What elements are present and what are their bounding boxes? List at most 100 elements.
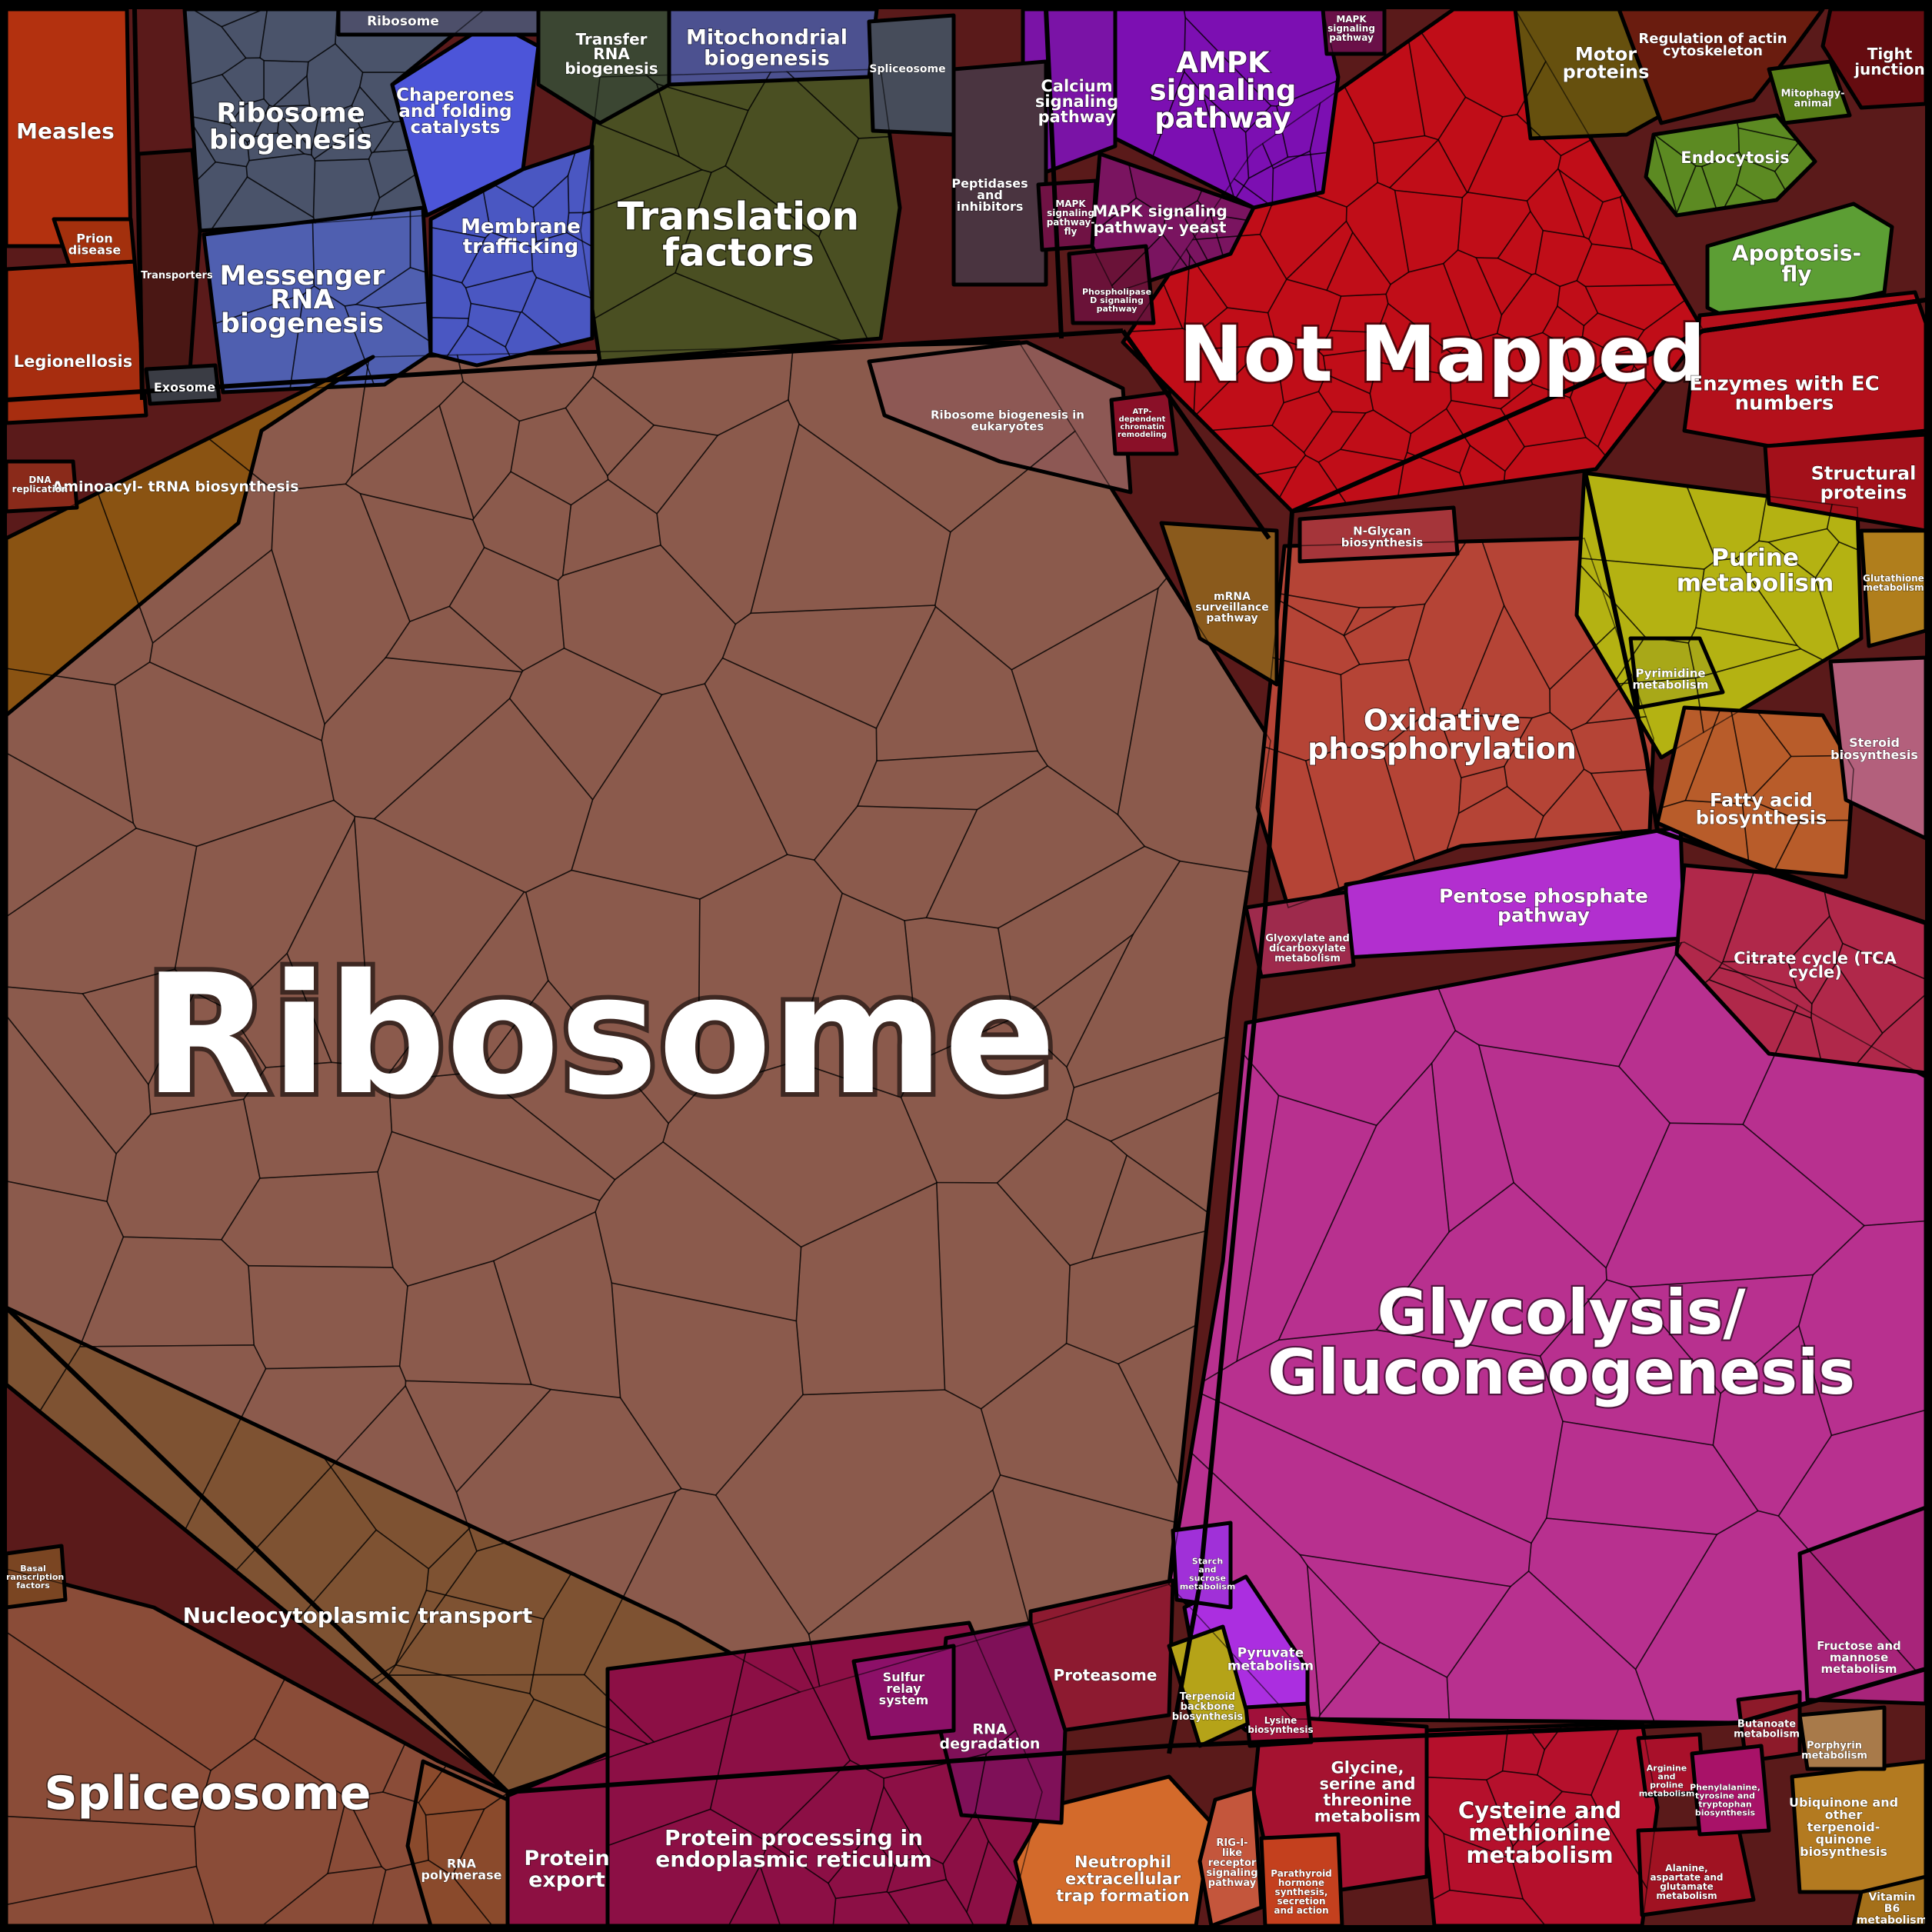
cell-mrna-surveillance [1159, 521, 1279, 687]
cell-glyoxylate [1244, 890, 1356, 979]
label-ribosome: Ribosome [144, 938, 1056, 1131]
subcell-purine [1685, 485, 1767, 561]
subcell-membrane-trafficking [531, 232, 593, 300]
region-border [1582, 468, 1927, 925]
cell-spliceosome-small [867, 13, 956, 137]
subcell-ribosome [321, 657, 523, 820]
subcell-translation-factors [645, 72, 772, 112]
subcell-not-mapped [1273, 337, 1327, 404]
subcell-ribosome [561, 478, 661, 577]
subcell-ribosome [1065, 1230, 1208, 1365]
subcell-purine [1576, 562, 1647, 682]
subcell-oxidative-phos [1584, 673, 1647, 724]
cell-apoptosis [1705, 202, 1894, 325]
label-exosome: Exosome [154, 380, 215, 395]
subcell-ribosome [715, 1389, 1001, 1635]
subcell-ribosome [721, 605, 937, 729]
subcell-not-mapped [1526, 168, 1586, 238]
cell-rig-i [1198, 1786, 1264, 1928]
subcell-citrate-cycle [1718, 960, 1798, 989]
subcell-ribosome [595, 1141, 802, 1322]
subcell-purine [1616, 677, 1704, 759]
subcell-cysteine [1590, 1722, 1658, 1890]
cell-mapk-small [1321, 7, 1387, 56]
subcell-ribosome [1109, 1091, 1222, 1214]
cells-layer [4, 7, 1928, 1928]
subcell-ribosome [1065, 1035, 1227, 1142]
subcell-ribosome [856, 750, 1049, 811]
cell-mitophagy [1767, 59, 1852, 125]
subcell-ribosome [385, 891, 549, 1082]
subcell-oxidative-phos [1278, 541, 1468, 608]
subcell-ribosome [934, 430, 1168, 671]
label-apoptosis: Apoptosis-fly [1732, 240, 1861, 286]
subcell-fatty-acid [1730, 709, 1792, 801]
subcell-ribosome [591, 346, 794, 436]
cell-prion [52, 217, 137, 268]
region-border [1044, 8, 1064, 339]
subcell-not-mapped [1569, 348, 1635, 448]
cell-phenylalanine [1690, 1744, 1771, 1837]
subcell-not-mapped [1407, 31, 1467, 141]
subcell-protein-processing [827, 1831, 896, 1900]
label-transporters: Transporters [141, 270, 213, 281]
subcell-nucleocytoplasmic [296, 1529, 430, 1682]
cell-pyrimidine [1628, 636, 1725, 710]
region-border [1121, 329, 1271, 540]
subcell-ribosome [78, 1236, 255, 1347]
subcell-not-mapped [1233, 142, 1274, 207]
subcell-fatty-acid [1684, 708, 1749, 805]
subcell-ribosome [387, 1491, 678, 1676]
label-aminoacyl: Aminoacyl- tRNA biosynthesis [52, 478, 298, 495]
subcell-protein-processing [791, 1622, 1017, 1779]
label-measles: Measles [16, 118, 115, 144]
subcell-not-mapped [1209, 425, 1307, 476]
subcell-cysteine [1501, 1726, 1546, 1776]
subcell-oxidative-phos [1407, 540, 1505, 720]
subcell-ribosome [900, 1017, 1075, 1184]
subcell-membrane-trafficking [430, 189, 491, 238]
subcell-oxidative-phos [1445, 785, 1544, 853]
subcell-ribosome [571, 683, 788, 900]
subcell-ribosome [405, 1380, 552, 1494]
subcell-not-mapped [1286, 220, 1354, 291]
subcell-glycolysis [1742, 1004, 1927, 1227]
label-spliceosome-small: Spliceosome [869, 63, 945, 75]
subcell-ribosome [991, 1474, 1177, 1626]
region-border [1703, 298, 1927, 333]
cell-atp-chromatin [1109, 390, 1179, 456]
subcell-ampk [1244, 105, 1289, 180]
subcell-ribosome [82, 968, 195, 1086]
subcell-not-mapped [1184, 253, 1228, 336]
subcell-glycolysis [1712, 1324, 1833, 1517]
cell-transfer-rna [536, 7, 671, 125]
